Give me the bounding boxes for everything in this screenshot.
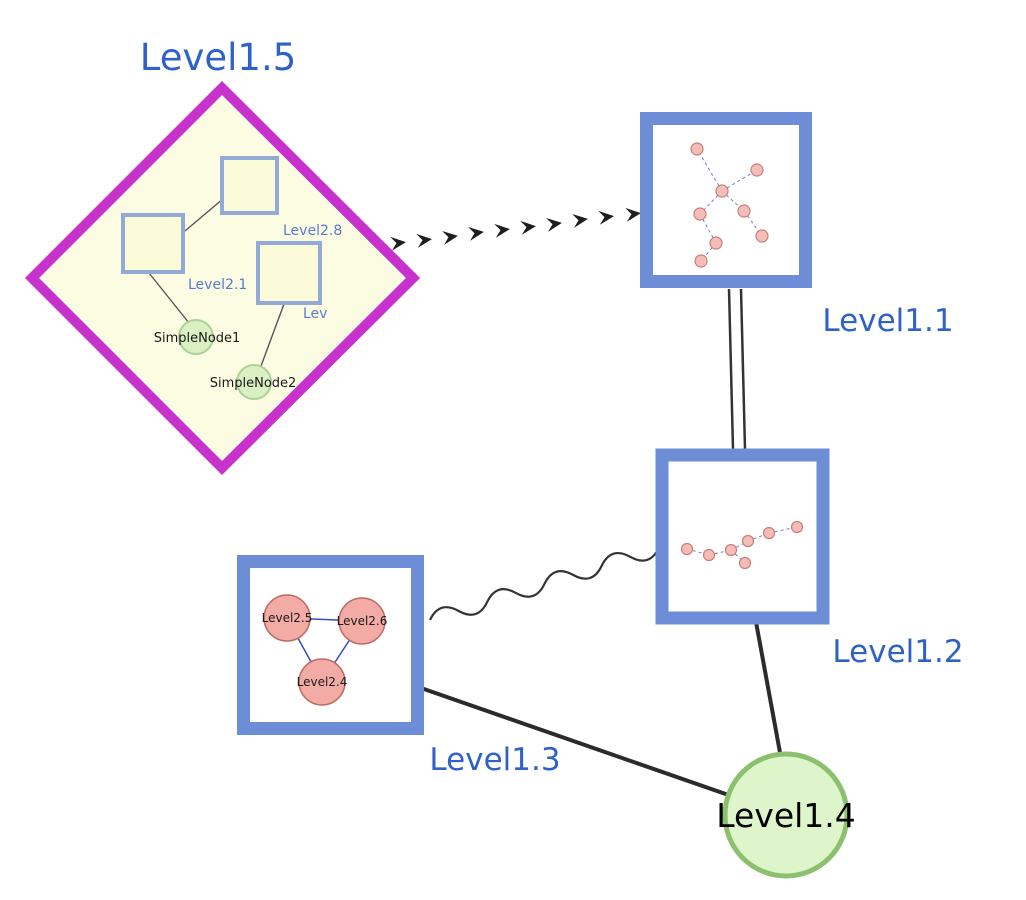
node-simplenode1[interactable] (178, 319, 214, 355)
node-level13-group[interactable]: Level2.5 Level2.6 Level2.4 Level1.3 (237, 555, 561, 779)
label-level11: Level1.1 (822, 303, 953, 339)
inner-edge-level21-level28 (184, 197, 225, 232)
label-level24: Level2.4 (297, 675, 348, 689)
level15-diamond-shape[interactable] (24, 80, 421, 476)
mini-node (715, 184, 729, 198)
mini-node (741, 534, 755, 548)
label-level21: Level2.1 (188, 277, 247, 293)
label-level26: Level2.6 (337, 614, 388, 628)
level12-thumbnail-graph (680, 520, 804, 570)
node-simplenode2[interactable] (236, 364, 272, 400)
mini-node (737, 204, 751, 218)
node-level11-group[interactable]: Level1.1 (640, 112, 954, 340)
mini-node (755, 229, 769, 243)
double-line-left[interactable] (727, 288, 735, 450)
mini-node (738, 556, 752, 570)
mini-node (709, 236, 723, 250)
edge-level15-level11[interactable] (390, 207, 641, 251)
mini-node (693, 207, 707, 221)
node-level15-group[interactable]: Level2.8 Level2.1 Lev SimpleNode1 Simple… (24, 36, 421, 476)
inner-edge-level21-simplenode1 (148, 272, 190, 324)
label-level14: Level1.4 (716, 796, 856, 835)
node-level14[interactable] (722, 751, 850, 879)
mini-node (680, 542, 694, 556)
double-line-right[interactable] (739, 288, 747, 450)
mini-node (690, 142, 704, 156)
mini-node (724, 543, 738, 557)
mini-edge (696, 148, 723, 192)
node-level26 (338, 597, 386, 645)
mini-node (762, 526, 776, 540)
node-level28[interactable] (220, 156, 279, 215)
mini-edge (768, 526, 798, 534)
node-level25 (263, 594, 311, 642)
level11-thumbnail-graph (690, 142, 769, 268)
label-level13: Level1.3 (429, 742, 560, 778)
chevron-arrow-line[interactable] (390, 207, 641, 251)
label-level15: Level1.5 (140, 36, 297, 79)
mini-node (702, 548, 716, 562)
node-level21[interactable] (121, 213, 185, 274)
mini-node (694, 254, 708, 268)
label-level12: Level1.2 (832, 634, 963, 670)
label-level28: Level2.8 (283, 223, 342, 239)
node-level24 (298, 658, 346, 706)
wavy-line[interactable] (428, 540, 662, 627)
mini-node (790, 520, 804, 534)
inner-edge-lev-simplenode2 (260, 303, 285, 367)
label-lev: Lev (303, 306, 327, 322)
edge-level11-level12[interactable] (727, 288, 747, 450)
mini-edge (721, 169, 758, 192)
node-level14-group[interactable]: Level1.4 (716, 751, 856, 879)
label-simplenode1: SimpleNode1 (154, 331, 241, 346)
mini-node (750, 163, 764, 177)
node-level12-group[interactable]: Level1.2 (655, 448, 964, 670)
node-level11[interactable] (640, 112, 812, 288)
label-simplenode2: SimpleNode2 (210, 376, 297, 391)
edge-level13-level12[interactable] (428, 540, 662, 627)
label-level25: Level2.5 (262, 611, 313, 625)
edge-level12-level14[interactable] (754, 621, 783, 759)
level13-thumbnail-graph: Level2.5 Level2.6 Level2.4 (262, 594, 388, 706)
node-lev[interactable] (256, 241, 322, 305)
node-level12[interactable] (655, 448, 830, 625)
edge-level13-level14[interactable] (420, 686, 741, 801)
